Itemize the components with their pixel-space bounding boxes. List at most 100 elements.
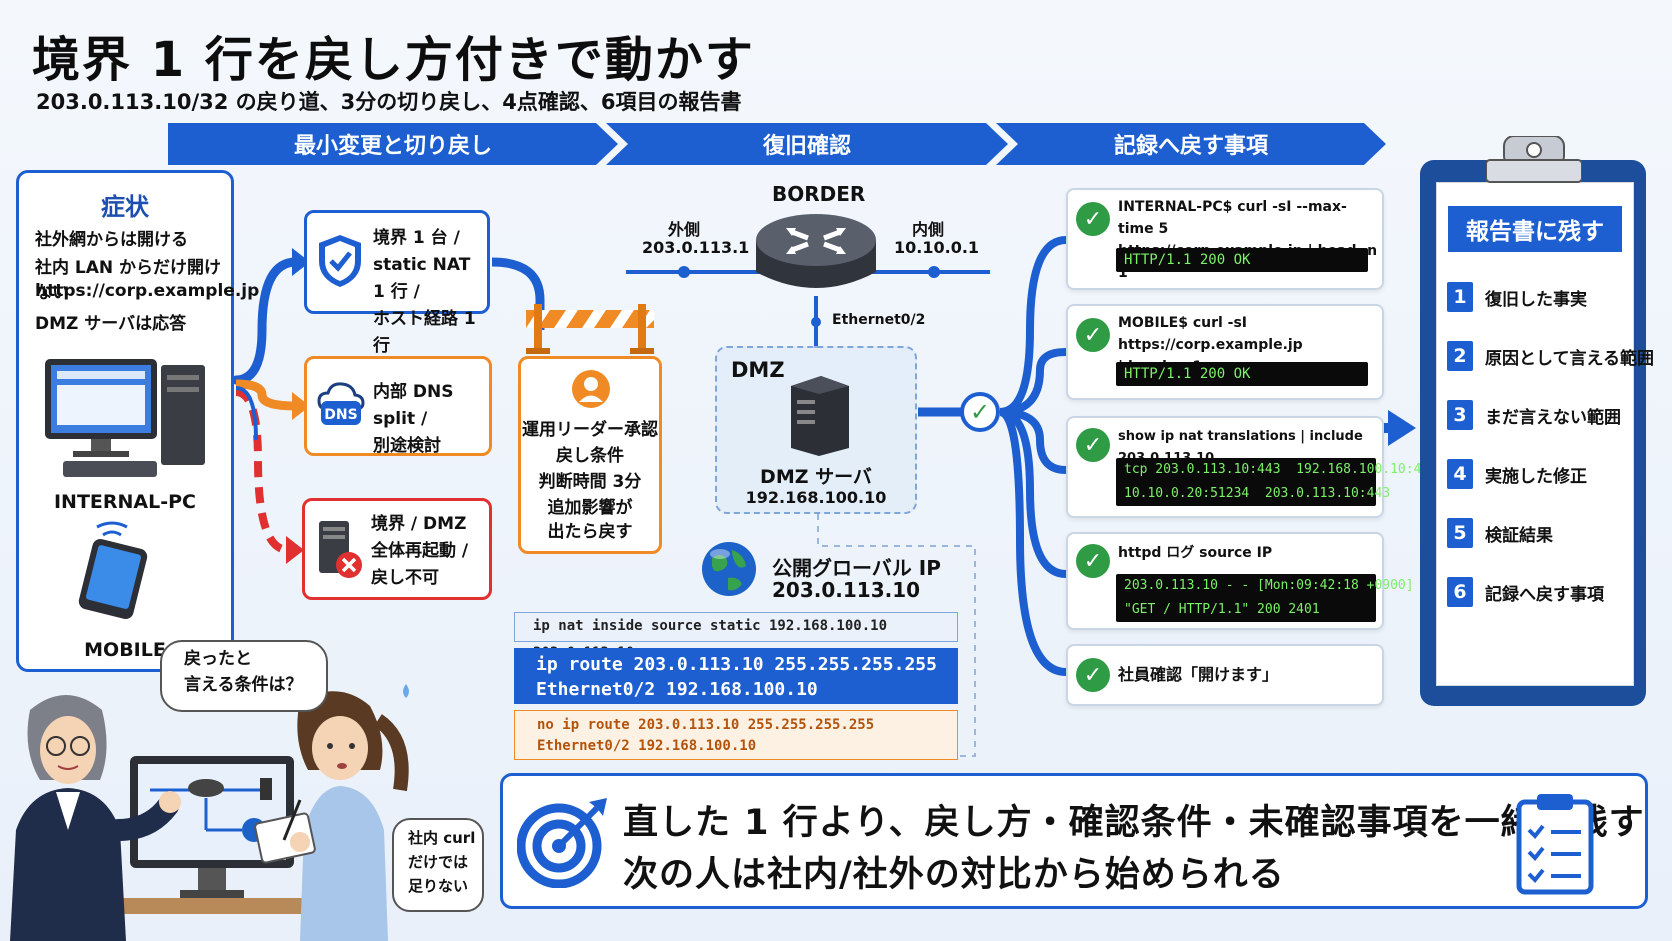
option-line: static NAT 1 行 / — [373, 255, 471, 302]
clipboard-clip-icon — [1486, 136, 1582, 183]
gate-line: 追加影響が — [547, 498, 633, 518]
route-config-line: ip route 203.0.113.10 255.255.255.255 — [536, 654, 937, 675]
gate-line: 出たら戻す — [547, 522, 633, 542]
branch-line — [235, 386, 258, 441]
report-item-label: 検証結果 — [1485, 525, 1553, 546]
inside-label: 内側 — [912, 220, 945, 239]
pc-label: INTERNAL-PC — [53, 491, 196, 513]
check-icon: ✓ — [1076, 318, 1110, 352]
gate-line: 判断時間 3分 — [538, 472, 642, 492]
router-icon — [756, 214, 876, 288]
report-item: 2 原因として言える範囲 — [1447, 341, 1654, 371]
check-card-mobile: ✓ MOBILE$ curl -sI https://corp.example.… — [1066, 304, 1384, 400]
conclusion-panel: 直した 1 行より、戻し方・確認条件・未確認事項を一緒に残す 次の人は社内/社外… — [500, 773, 1648, 909]
to-report-arrowhead — [1388, 410, 1416, 446]
conclusion-line: 直した 1 行より、戻し方・確認条件・未確認事項を一緒に残す — [623, 803, 1645, 843]
symptom-panel: 症状 社外網からは開ける 社内 LAN からだけ開けない https://cor… — [16, 170, 259, 672]
check-output: 203.0.113.10 - - [Mon:09:42:18 +0900] "G… — [1116, 574, 1414, 622]
report-item-number: 1 — [1447, 282, 1473, 312]
nat-config-line: ip nat inside source static 192.168.100.… — [514, 612, 958, 661]
arrow-to-option-3 — [235, 388, 289, 554]
report-heading: 報告書に残す — [1448, 206, 1622, 252]
check-output: tcp 203.0.113.10:443 192.168.100.10:443 … — [1116, 458, 1437, 506]
shield-check-icon — [319, 235, 361, 287]
arrow-to-option-2 — [235, 379, 297, 411]
check-icon: ✓ — [1076, 544, 1110, 578]
member-speech-bubble: 社内 curl だけでは 足りない — [392, 818, 484, 912]
report-item-label: 記録へ戻す事項 — [1485, 584, 1604, 605]
outside-label: 外側 — [668, 220, 701, 239]
desktop-pc-icon — [45, 359, 205, 477]
mobile-phone-icon — [78, 521, 148, 619]
leader-speech-line: 言える条件は？ — [184, 675, 303, 695]
member-speech-line: 足りない — [408, 877, 469, 895]
symptom-line: DMZ サーバは応答 — [35, 314, 187, 334]
report-item-number: 5 — [1447, 518, 1473, 548]
server-ip: 192.168.100.10 — [745, 488, 887, 507]
barrier-icon — [526, 304, 654, 354]
option-line: ホスト経路 1 行 — [373, 309, 476, 356]
check-command: MOBILE$ curl -sI https://corp.example.jp — [1118, 315, 1303, 353]
check-icon: ✓ — [1076, 428, 1110, 462]
public-ip-label: 公開グローバル IP — [772, 556, 941, 580]
symptom-heading: 症状 — [101, 193, 149, 221]
stage-label: 記録へ戻す事項 — [1113, 134, 1268, 159]
gate-line: 戻し条件 — [556, 446, 624, 466]
option-line: 境界 1 台 / — [373, 228, 460, 248]
conclusion-line: 次の人は社内/社外の対比から始められる — [623, 855, 1285, 895]
route-config-line: Ethernet0/2 192.168.100.10 — [536, 679, 818, 700]
option-line: 別途検討 — [373, 436, 441, 456]
check-output: HTTP/1.1 200 OK — [1116, 362, 1368, 386]
rollback-config-line: Ethernet0/2 192.168.100.10 — [537, 738, 757, 754]
check-card-employee: ✓ 社員確認「開けます」 — [1066, 644, 1384, 706]
gate-line: 運用リーダー承認 — [522, 420, 658, 440]
leader-speech-line: 戻ったと — [184, 649, 252, 669]
page-subtitle: 203.0.113.10/32 の戻り道、3分の切り戻し、4点確認、6項目の報告… — [36, 90, 742, 114]
checklist-icon — [1516, 794, 1594, 895]
interface-label: Ethernet0/2 — [832, 312, 926, 328]
check-card-httpd-log: ✓ httpd ログ source IP 203.0.113.10 - - [M… — [1066, 532, 1414, 630]
check-card-internal-pc: ✓ INTERNAL-PC$ curl -sI --max-time 5 htt… — [1066, 188, 1384, 290]
dmz-label: DMZ — [731, 358, 785, 382]
fan-line-3 — [999, 408, 1067, 474]
server-icon — [791, 376, 849, 456]
inside-port — [928, 266, 940, 278]
eth-port — [811, 317, 821, 327]
option-line: 境界 / DMZ — [371, 514, 467, 534]
check-command: httpd ログ source IP — [1118, 545, 1273, 561]
outside-port — [678, 266, 690, 278]
dmz-zone: DMZ DMZ サーバ 192.168.100.10 — [715, 346, 917, 514]
user-icon — [572, 370, 610, 408]
report-item-number: 2 — [1447, 341, 1473, 371]
check-card-nat-translations: ✓ show ip nat translations | include 203… — [1066, 416, 1437, 518]
dns-icon-text: DNS — [324, 407, 357, 423]
member-speech-line: だけでは — [408, 853, 469, 871]
option-to-gate-line — [491, 257, 545, 330]
dns-cloud-icon: DNS — [317, 382, 365, 425]
globe-icon — [702, 542, 756, 596]
report-item-label: 原因として言える範囲 — [1485, 348, 1654, 369]
rollback-config-block: no ip route 203.0.113.10 255.255.255.255… — [514, 710, 958, 760]
option-line: 全体再起動 / — [371, 541, 469, 561]
report-item-number: 4 — [1447, 459, 1473, 489]
symptom-line: 社外網からは開ける — [35, 230, 188, 250]
fan-line-5 — [998, 408, 1067, 676]
check-command: INTERNAL-PC$ curl -sI --max-time 5 — [1118, 199, 1347, 237]
option-minimal-change: 境界 1 台 / static NAT 1 行 / ホスト経路 1 行 — [304, 210, 490, 356]
target-icon — [517, 798, 607, 888]
arrow-to-option-1 — [231, 257, 301, 385]
public-ip: 203.0.113.10 — [772, 578, 921, 602]
check-icon: ✓ — [1076, 202, 1110, 236]
stage-recovery-check: 復旧確認 — [606, 123, 1008, 165]
arrowhead — [292, 248, 310, 276]
report-paper — [1436, 182, 1634, 686]
option-dns-split: DNS 内部 DNS split / 別途検討 — [304, 356, 492, 456]
check-icon: ✓ — [1076, 658, 1110, 692]
route-config-block: ip route 203.0.113.10 255.255.255.255 Et… — [514, 648, 958, 704]
arrowhead — [292, 392, 310, 420]
member-speech-line: 社内 curl — [408, 829, 476, 847]
